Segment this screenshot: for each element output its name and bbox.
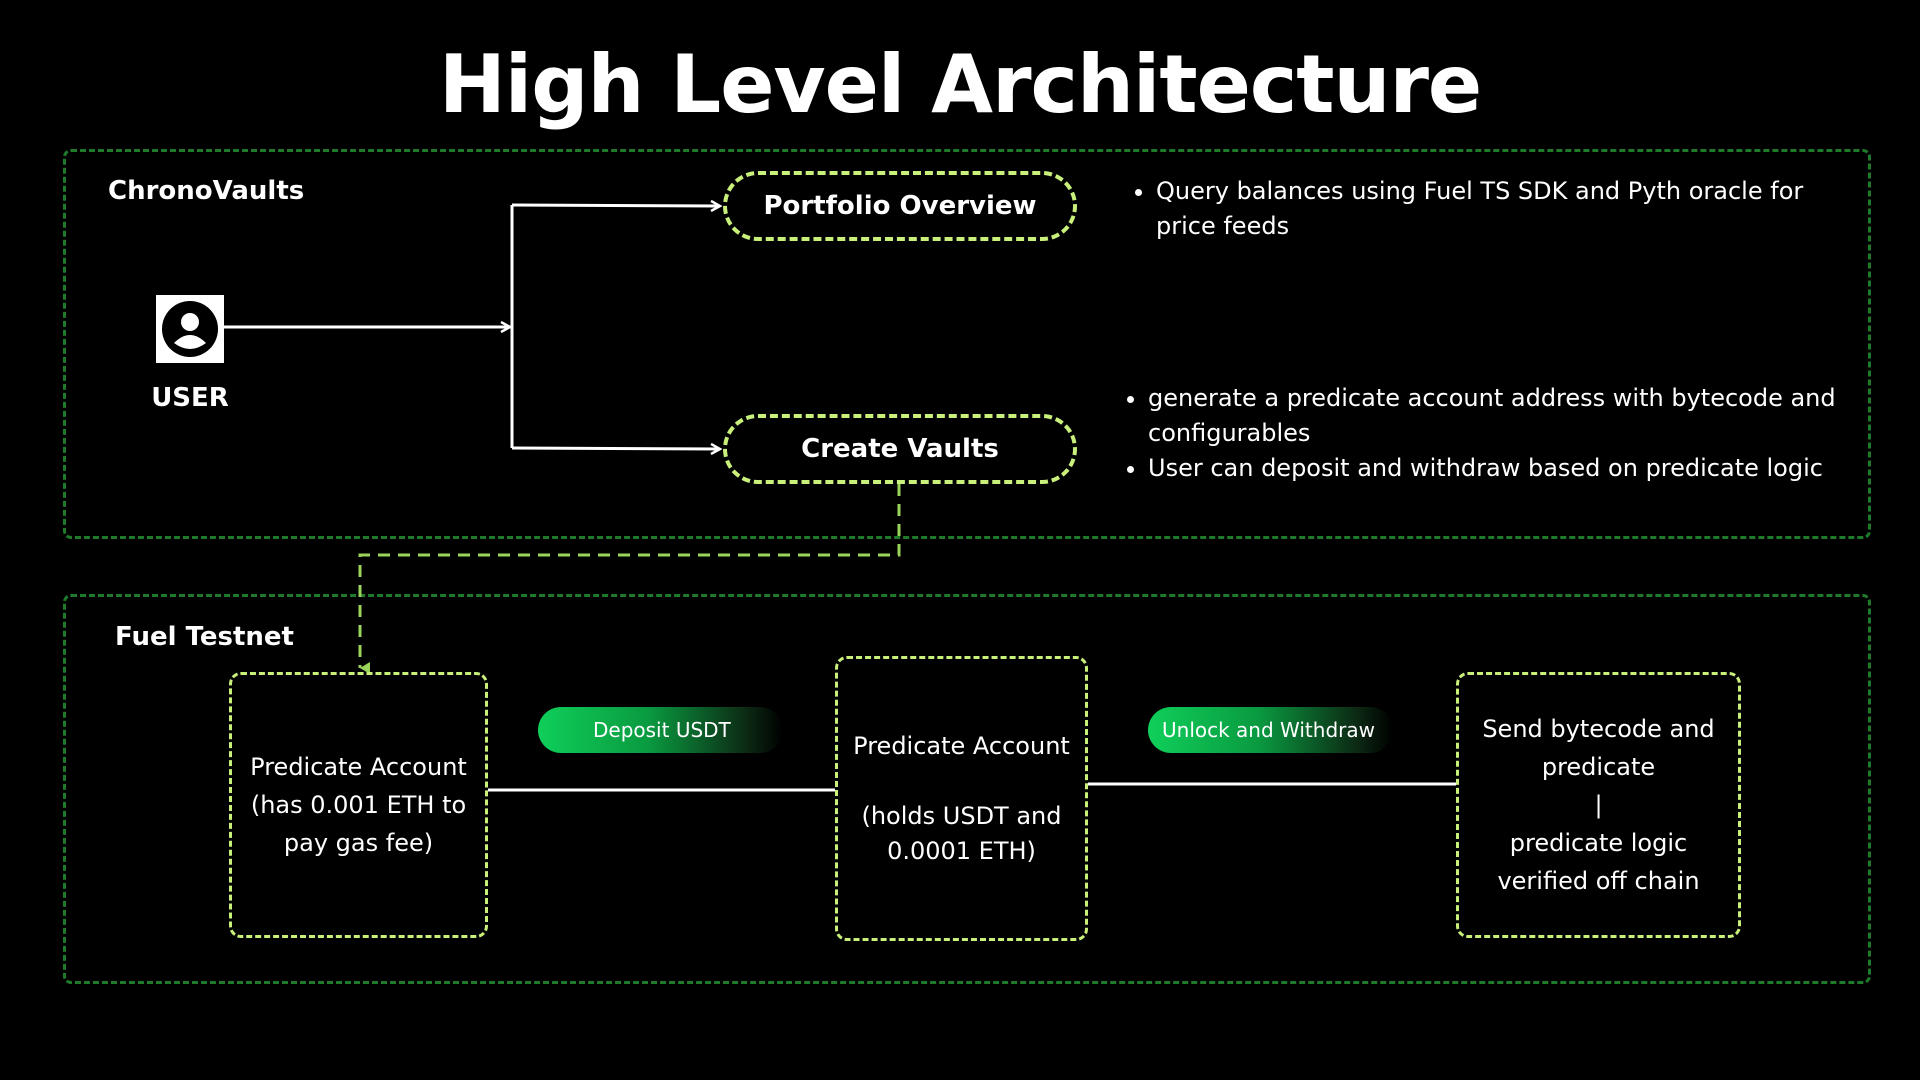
box-line: verified off chain [1497, 867, 1700, 895]
box-line: Predicate Account [250, 753, 467, 781]
user-icon [156, 295, 224, 363]
bullet-item: Query balances using Fuel TS SDK and Pyt… [1156, 174, 1856, 244]
box-line: | [1594, 791, 1603, 819]
vault-to-predicate-line [358, 484, 901, 674]
chronovaults-label: ChronoVaults [108, 176, 305, 206]
page-title: High Level Architecture [438, 38, 1482, 131]
portfolio-bullets: Query balances using Fuel TS SDK and Pyt… [1128, 174, 1856, 244]
portfolio-arrow-line [511, 205, 720, 206]
portfolio-overview-node: Portfolio Overview [723, 171, 1077, 241]
box-line: (has 0.001 ETH to [250, 791, 467, 819]
predicate-account-holdings-node: Predicate Account (holds USDT and 0.0001… [835, 656, 1088, 941]
create-vaults-node: Create Vaults [723, 414, 1077, 484]
bullet-item: generate a predicate account address wit… [1148, 381, 1868, 451]
fuel-testnet-group [63, 594, 1871, 984]
vault-bullets: generate a predicate account address wit… [1120, 381, 1868, 486]
box-line: (holds USDT and [861, 801, 1062, 830]
bullet-item: User can deposit and withdraw based on p… [1148, 451, 1868, 486]
box-line: predicate logic [1509, 829, 1688, 857]
predicate-account-gas-node: Predicate Account (has 0.001 ETH to pay … [229, 672, 488, 938]
vaults-arrow-line [511, 448, 720, 449]
box-line: Send bytecode and [1482, 715, 1715, 743]
chronovaults-group [63, 149, 1871, 539]
deposit-usdt-badge: Deposit USDT [538, 707, 783, 753]
box-line: predicate [1541, 753, 1656, 781]
fuel-testnet-label: Fuel Testnet [115, 622, 294, 652]
box-line: 0.0001 ETH) [887, 836, 1036, 865]
user-label: USER [151, 383, 229, 413]
box-line: pay gas fee) [283, 829, 434, 857]
box-line: Predicate Account [853, 731, 1070, 760]
offchain-verification-node: Send bytecode and predicate | predicate … [1456, 672, 1741, 938]
unlock-withdraw-badge: Unlock and Withdraw [1148, 707, 1393, 753]
